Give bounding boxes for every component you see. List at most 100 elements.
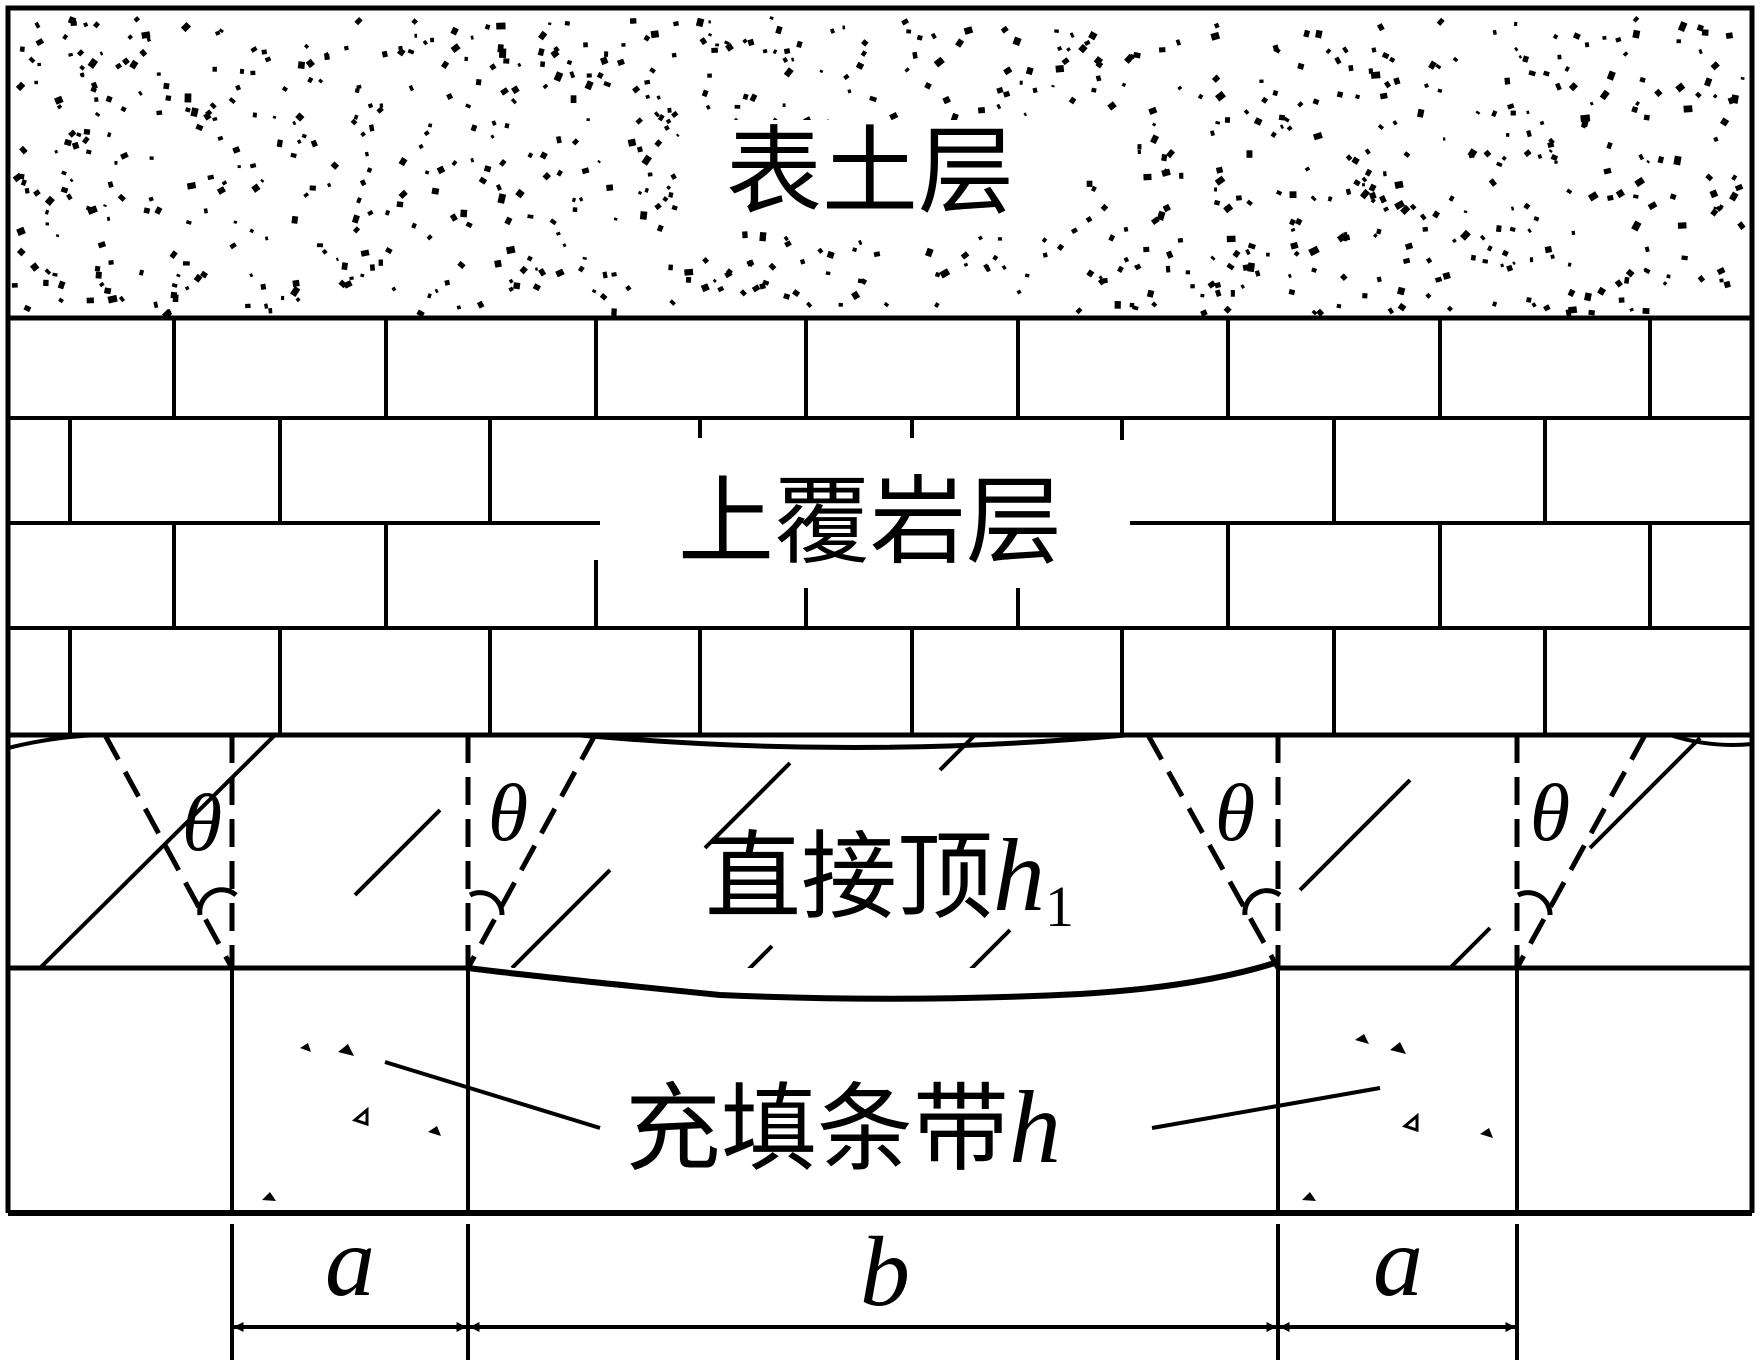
- topsoil-speckle: [519, 265, 528, 275]
- topsoil-speckle: [367, 103, 374, 109]
- topsoil-speckle: [653, 111, 660, 118]
- topsoil-speckle: [1373, 233, 1378, 238]
- topsoil-speckle: [290, 152, 297, 159]
- topsoil-speckle: [1123, 256, 1130, 263]
- topsoil-speckle: [1214, 175, 1226, 186]
- topsoil-speckle: [356, 197, 362, 204]
- topsoil-speckle: [1240, 284, 1246, 289]
- topsoil-speckle: [784, 240, 792, 248]
- topsoil-speckle: [725, 42, 734, 52]
- topsoil-speckle: [68, 52, 74, 57]
- topsoil-speckle: [1486, 245, 1493, 252]
- topsoil-speckle: [396, 47, 406, 57]
- topsoil-speckle: [963, 262, 969, 267]
- topsoil-speckle: [1224, 117, 1231, 123]
- topsoil-speckle: [1132, 305, 1139, 311]
- topsoil-speckle: [108, 260, 114, 265]
- topsoil-speckle: [1290, 241, 1299, 250]
- topsoil-speckle: [715, 43, 720, 47]
- topsoil-speckle: [171, 282, 178, 288]
- topsoil-speckle: [647, 172, 653, 177]
- topsoil-speckle: [1339, 273, 1348, 282]
- topsoil-speckle: [237, 165, 241, 169]
- topsoil-speckle: [532, 283, 541, 292]
- topsoil-speckle: [280, 295, 285, 301]
- topsoil-speckle: [385, 247, 393, 255]
- topsoil-speckle: [500, 87, 509, 96]
- topsoil-speckle: [1588, 309, 1595, 316]
- topsoil-speckle: [411, 222, 417, 229]
- topsoil-speckle: [195, 123, 204, 132]
- topsoil-speckle: [666, 185, 672, 190]
- topsoil-speckle: [571, 197, 576, 203]
- topsoil-speckle: [398, 189, 408, 200]
- topsoil-speckle: [1528, 70, 1537, 77]
- topsoil-speckle: [43, 279, 49, 287]
- topsoil-speckle: [450, 43, 461, 54]
- topsoil-speckle: [597, 159, 601, 164]
- topsoil-speckle: [249, 163, 257, 169]
- topsoil-speckle: [934, 271, 941, 278]
- topsoil-speckle: [1293, 250, 1300, 257]
- topsoil-speckle: [1361, 176, 1368, 183]
- topsoil-speckle: [1723, 280, 1731, 289]
- topsoil-speckle: [1200, 309, 1208, 317]
- topsoil-speckle: [783, 235, 789, 242]
- topsoil-speckle: [261, 49, 268, 55]
- topsoil-speckle: [1635, 100, 1641, 107]
- topsoil-speckle: [1245, 248, 1251, 256]
- topsoil-speckle: [69, 178, 74, 183]
- topsoil-speckle: [1554, 160, 1558, 164]
- topsoil-speckle: [772, 49, 778, 55]
- topsoil-speckle: [983, 263, 991, 272]
- topsoil-speckle: [791, 57, 795, 62]
- topsoil-speckle: [169, 250, 178, 260]
- topsoil-speckle: [427, 293, 432, 299]
- topsoil-speckle: [805, 301, 813, 309]
- topsoil-speckle: [1396, 286, 1406, 296]
- topsoil-speckle: [1383, 80, 1392, 89]
- topsoil-speckle: [1093, 56, 1104, 66]
- topsoil-speckle: [63, 138, 73, 147]
- topsoil-speckle: [582, 256, 587, 261]
- topsoil-speckle: [1177, 237, 1184, 243]
- dimension-label-a-left: a: [325, 1206, 375, 1317]
- topsoil-speckle: [670, 173, 677, 180]
- topsoil-speckle: [1425, 257, 1433, 264]
- topsoil-speckle: [249, 273, 254, 278]
- topsoil-speckle: [156, 72, 161, 76]
- topsoil-dot-pattern: [11, 15, 1746, 320]
- topsoil-speckle: [572, 207, 578, 213]
- topsoil-speckle: [1379, 92, 1388, 100]
- topsoil-speckle: [106, 132, 112, 138]
- topsoil-speckle: [1190, 284, 1195, 289]
- topsoil-speckle: [360, 273, 365, 278]
- topsoil-speckle: [782, 56, 789, 64]
- topsoil-speckle: [1279, 124, 1285, 130]
- topsoil-speckle: [86, 205, 98, 215]
- topsoil-speckle: [1075, 307, 1083, 315]
- topsoil-speckle: [366, 167, 373, 174]
- topsoil-speckle: [699, 37, 708, 46]
- topsoil-speckle: [671, 204, 678, 211]
- topsoil-speckle: [1085, 215, 1093, 223]
- topsoil-speckle: [1400, 204, 1411, 216]
- topsoil-speckle: [378, 259, 383, 266]
- topsoil-speckle: [431, 187, 440, 195]
- topsoil-speckle: [1069, 32, 1075, 39]
- topsoil-speckle: [57, 280, 66, 290]
- topsoil-speckle: [233, 220, 238, 224]
- topsoil-speckle: [1146, 289, 1155, 298]
- topsoil-speckle: [577, 265, 585, 273]
- topsoil-speckle: [1025, 66, 1034, 76]
- topsoil-speckle: [1423, 83, 1429, 89]
- topsoil-speckle: [428, 123, 433, 128]
- topsoil-speckle: [855, 61, 865, 70]
- topsoil-speckle: [1632, 194, 1639, 199]
- topsoil-speckle: [212, 116, 218, 122]
- topsoil-speckle: [1587, 191, 1599, 202]
- topsoil-speckle: [1710, 61, 1720, 71]
- topsoil-speckle: [1615, 188, 1626, 199]
- topsoil-speckle: [656, 224, 664, 233]
- topsoil-speckle: [1000, 25, 1009, 34]
